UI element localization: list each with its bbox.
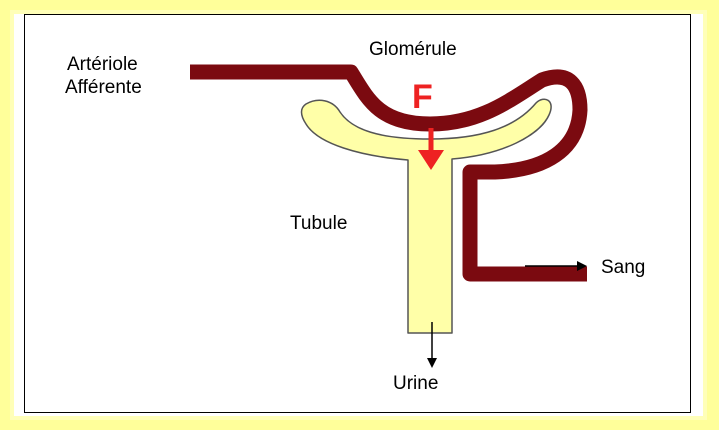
label-tubule: Tubule (290, 213, 347, 234)
label-urine: Urine (393, 373, 438, 394)
label-sang: Sang (601, 257, 645, 278)
afferent-arteriole-and-efferent-vessel (190, 72, 587, 274)
label-afferente: Afférente (65, 77, 142, 98)
label-filtration: F (412, 78, 433, 116)
label-arteriole: Artériole (67, 54, 138, 75)
label-glomerule: Glomérule (369, 39, 457, 60)
